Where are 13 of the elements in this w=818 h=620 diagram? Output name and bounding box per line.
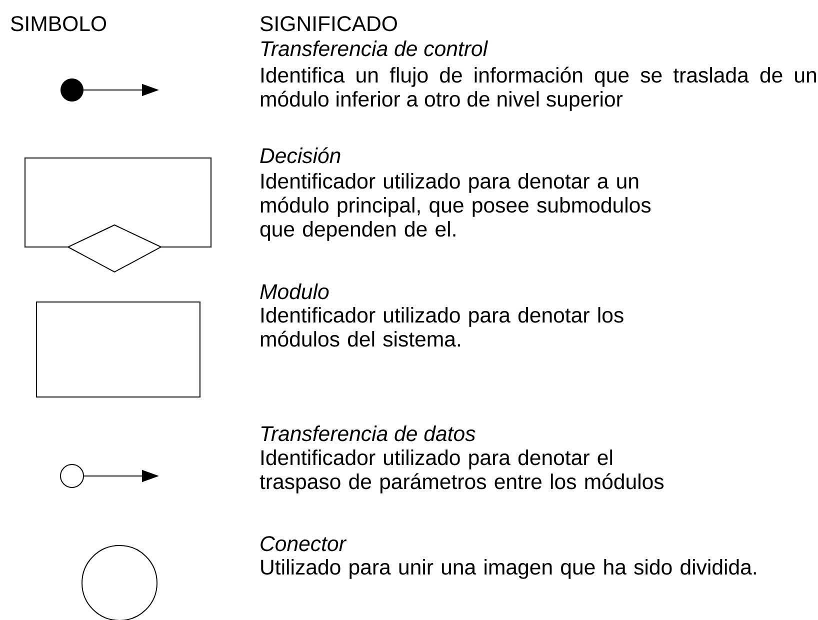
description-text: Utilizado para unir una imagen que ha sido dividida. <box>261 559 756 579</box>
symbol-title: Transferencia de control <box>261 40 488 56</box>
description-text: Identificador utilizado para denotar los módulos del sistema. <box>260 307 624 347</box>
column-header: SIGNIFICADO <box>260 16 397 32</box>
rectangle-symbol <box>36 301 200 398</box>
column-header: SIMBOLO <box>10 16 106 32</box>
description-text: Identificador utilizado para denotar a un módulo principal, que posee submodulos que dependen de el. <box>260 173 651 241</box>
symbol-title: Conector <box>260 536 347 552</box>
description-text: Identifica un flujo de información que se traslada de un módulo inferior a otro de nivel superior <box>260 66 816 111</box>
symbol-title: Transferencia de datos <box>261 426 476 442</box>
symbol-title: Modulo <box>260 284 329 300</box>
symbol-title: Decisión <box>260 147 340 164</box>
description-text: Identificador utilizado para denotar el traspaso de parámetros entre los módulos <box>260 450 664 494</box>
